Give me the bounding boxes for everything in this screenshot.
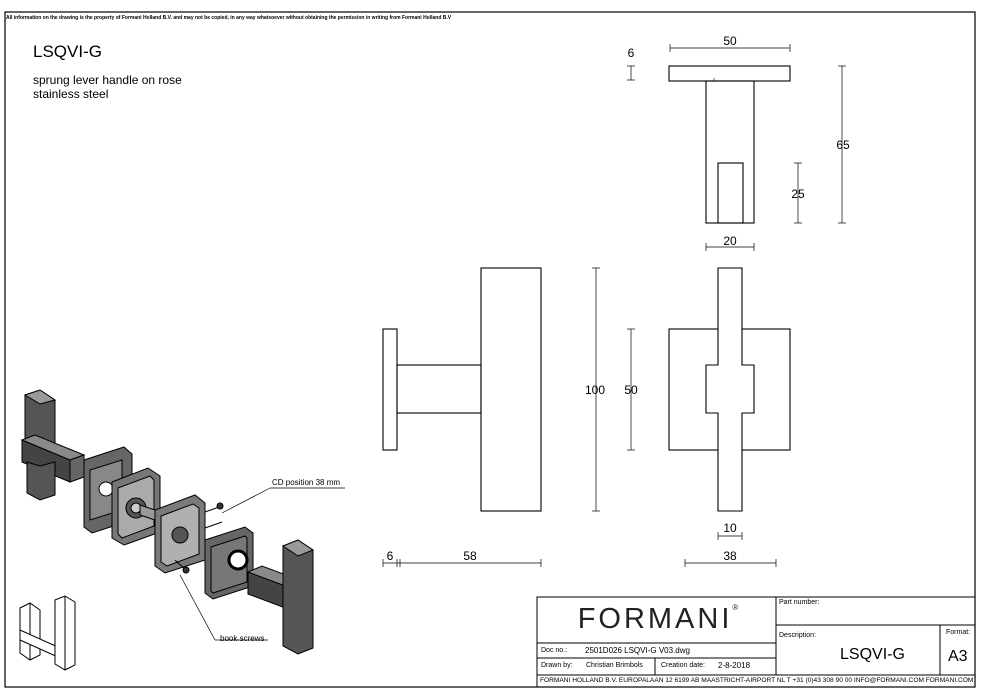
part-number-label: Part number: — [779, 599, 820, 606]
dim-front-rose: 38 — [723, 549, 737, 563]
dim-top-inner: 25 — [791, 187, 805, 201]
description-line-1: sprung lever handle on rose — [33, 73, 182, 87]
dim-side-rose-thickness: 6 — [386, 549, 394, 563]
callout-book-screws: book screws — [220, 634, 265, 643]
format-value: A3 — [948, 648, 968, 665]
description-value: LSQVI-G — [840, 646, 905, 663]
side-view-dimensions — [382, 267, 635, 567]
top-view-dimensions — [627, 44, 846, 251]
dim-side-rose: 50 — [624, 383, 638, 397]
dim-front-slot: 10 — [723, 521, 737, 535]
dim-side-height: 100 — [584, 383, 606, 397]
product-description: sprung lever handle on rose stainless st… — [33, 73, 182, 101]
brand-name: FORMANI — [577, 603, 733, 635]
title-block — [536, 596, 976, 688]
doc-no-value: 2501D026 LSQVI-G V03.dwg — [585, 646, 690, 655]
description-line-2: stainless steel — [33, 87, 109, 101]
sheet-border — [4, 11, 976, 688]
creation-date-label: Creation date: — [661, 662, 705, 669]
front-view — [668, 267, 791, 512]
top-view — [668, 65, 791, 224]
dim-side-projection: 58 — [463, 549, 477, 563]
drawn-by-label: Drawn by: — [541, 662, 573, 669]
isometric-icon — [19, 595, 76, 671]
dim-top-height: 65 — [836, 138, 850, 152]
doc-no-label: Doc no.: — [541, 647, 568, 654]
dim-top-thickness: 6 — [627, 46, 635, 60]
side-view — [382, 267, 542, 512]
registered-mark: ® — [732, 603, 739, 612]
drawn-by-value: Christian Brimbols — [586, 662, 643, 669]
dim-top-shaft: 20 — [723, 234, 737, 248]
brand-logo: FORMANI® — [540, 603, 776, 636]
company-footer: FORMANI HOLLAND B.V. EUROPALAAN 12 6199 … — [540, 677, 974, 684]
product-code: LSQVI-G — [33, 42, 102, 61]
format-label: Format: — [946, 629, 971, 636]
copyright-notice: All information on the drawing is the pr… — [6, 15, 452, 21]
creation-date-value: 2-8-2018 — [718, 661, 751, 670]
callout-cd-position: CD position 38 mm — [272, 478, 341, 487]
front-view-dimensions — [684, 532, 777, 567]
exploded-view — [20, 389, 345, 655]
description-label: Description: — [779, 632, 816, 639]
dim-top-width: 50 — [723, 34, 737, 48]
